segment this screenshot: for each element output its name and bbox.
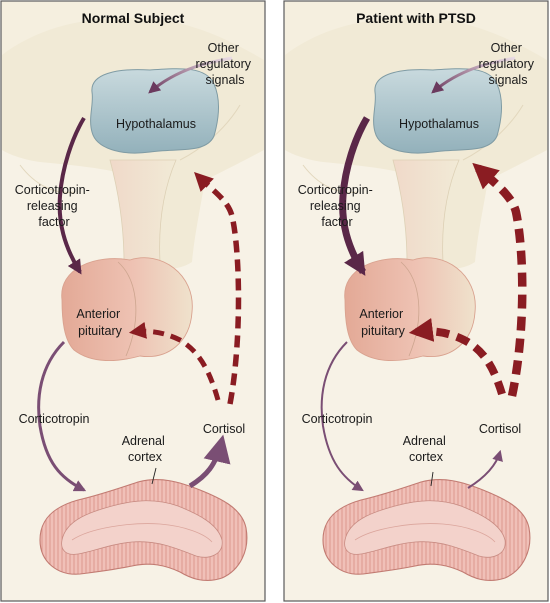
hypothalamus-shape <box>373 68 503 154</box>
cortisol-release-arrow <box>467 449 503 489</box>
crf-label: Corticotropin- releasing factor <box>298 183 377 229</box>
anterior-pituitary-label: Anterior pituitary <box>76 307 123 338</box>
crf-label: Corticotropin- releasing factor <box>15 183 94 229</box>
panel-patient-ptsd: Patient with PTSD Other regulatory signa… <box>283 0 549 602</box>
corticotropin-arrow <box>37 340 87 492</box>
hypothalamus-label: Hypothalamus <box>116 117 196 131</box>
panel-title: Patient with PTSD <box>356 10 476 26</box>
cortisol-feedback-pituitary-arrow <box>408 318 506 396</box>
cortisol-label: Cortisol <box>479 422 521 436</box>
anterior-pituitary-label: Anterior pituitary <box>359 307 406 338</box>
other-signals-label: Other regulatory signals <box>195 41 254 87</box>
corticotropin-label: Corticotropin <box>302 412 373 426</box>
cortisol-release-arrow <box>188 434 231 489</box>
panel-title: Normal Subject <box>82 10 185 26</box>
adrenal-leader-line <box>430 471 434 487</box>
adrenal-cortex-label: Adrenal cortex <box>403 434 450 464</box>
hypothalamus-label: Hypothalamus <box>399 117 479 131</box>
adrenal-cortex-label: Adrenal cortex <box>122 434 169 464</box>
corticotropin-label: Corticotropin <box>19 412 90 426</box>
cortisol-feedback-hypothalamus-arrow <box>194 172 242 405</box>
adrenal-leader-line <box>151 467 157 485</box>
corticotropin-arrow <box>320 341 364 492</box>
adrenal-gland <box>39 479 248 581</box>
other-signals-label: Other regulatory signals <box>478 41 537 87</box>
other-signals-arrow <box>148 56 233 94</box>
adrenal-gland <box>322 479 531 581</box>
hypothalamus-shape <box>90 68 220 154</box>
crf-arrow <box>339 116 371 276</box>
panel-normal-subject: Normal Subject Other regulatory signals … <box>0 0 266 602</box>
cortisol-label: Cortisol <box>203 422 245 436</box>
crf-arrow <box>57 116 86 275</box>
cortisol-feedback-hypothalamus-arrow <box>472 162 527 397</box>
cortisol-feedback-pituitary-arrow <box>128 321 221 401</box>
other-signals-arrow <box>431 56 516 94</box>
